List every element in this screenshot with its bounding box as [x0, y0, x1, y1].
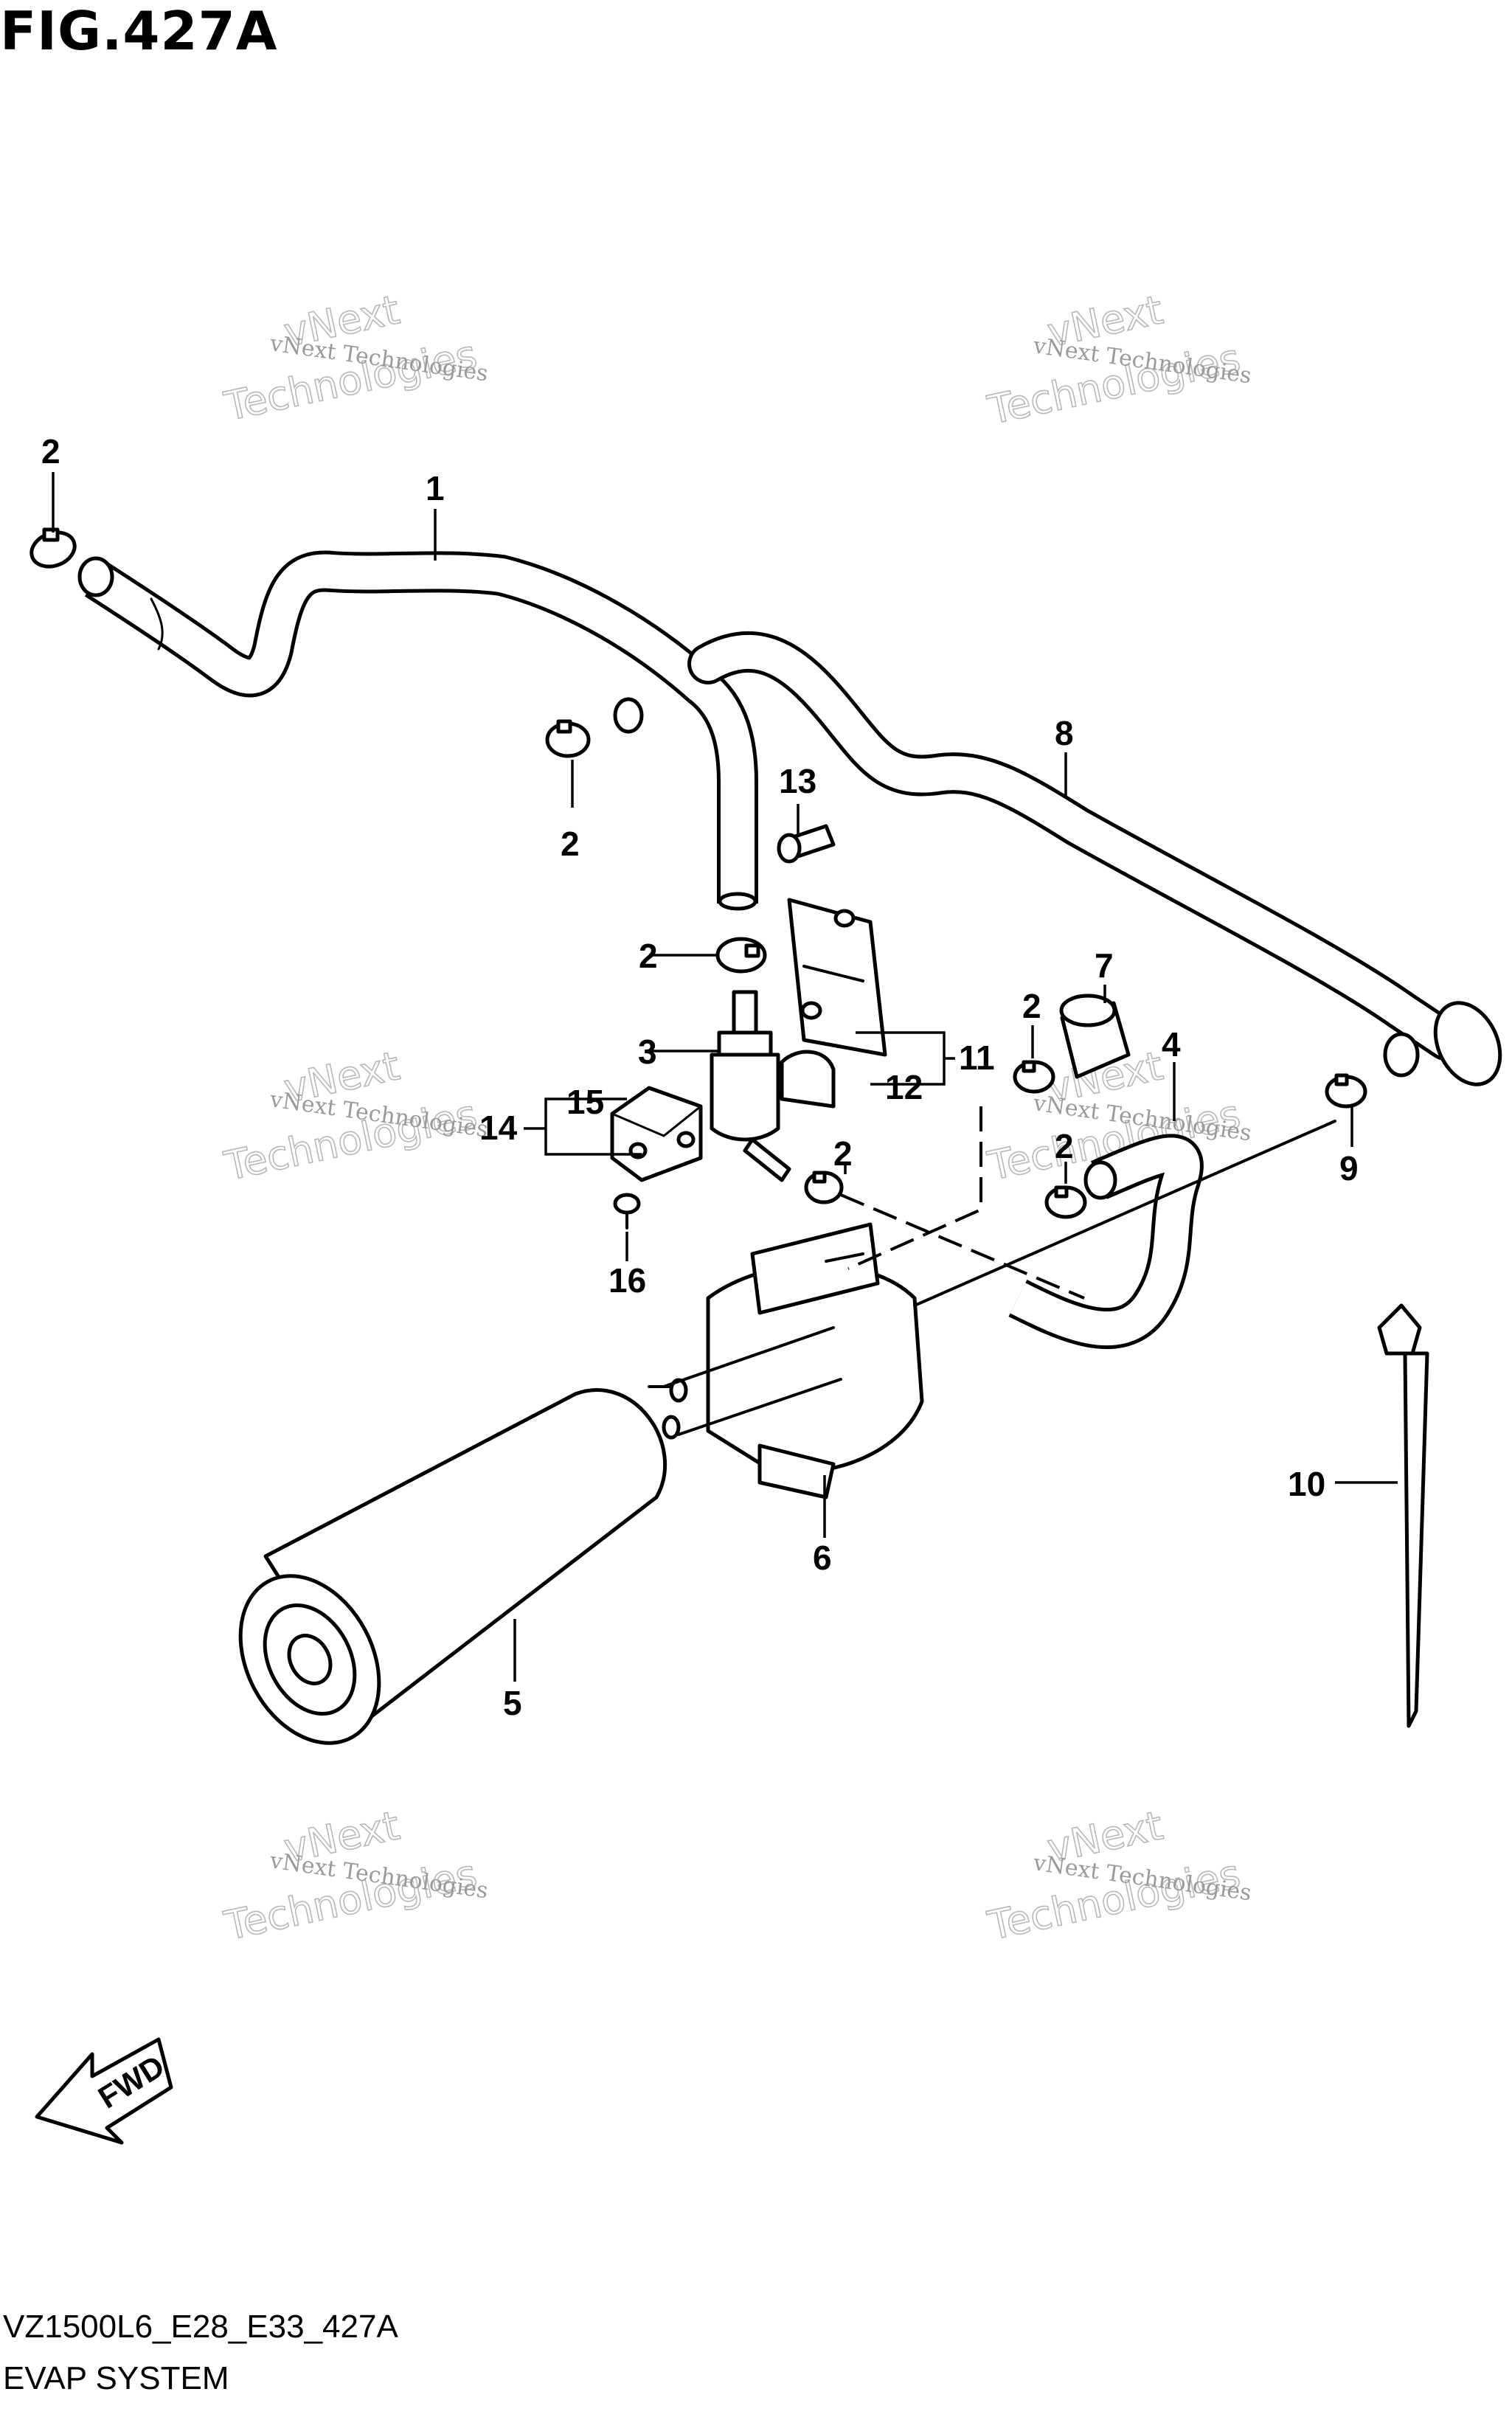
hose-1 — [77, 550, 758, 911]
clamp-2-lower — [804, 1171, 844, 1204]
pump-holder-6 — [706, 1222, 924, 1499]
callout-4: 4 — [1162, 1025, 1181, 1064]
clamp-9 — [1325, 1073, 1367, 1109]
callout-7: 7 — [1095, 946, 1114, 985]
watermark-mid-left: Technologies vNext vNext Technologies — [220, 1041, 490, 1190]
callout-2-right-b: 2 — [1055, 1127, 1074, 1165]
callout-5: 5 — [503, 1684, 522, 1722]
cable-tie-10 — [1377, 1303, 1429, 1728]
clamp-2-right-b — [1044, 1185, 1087, 1219]
assembly-line-main — [913, 1120, 1336, 1307]
callout-labels: 2 1 2 13 8 2 3 7 2 4 11 12 15 14 2 2 9 1… — [41, 432, 1359, 1722]
callout-10: 10 — [1288, 1465, 1325, 1503]
leader-lines — [52, 472, 1398, 1682]
callout-15: 15 — [566, 1083, 604, 1121]
watermark-top-left: Technologies vNext vNext Technologies — [220, 285, 490, 430]
clamp-2-top-left — [30, 527, 77, 569]
assembly-line-dashed-b — [847, 1106, 982, 1270]
figure-title: FIG.427A — [0, 0, 278, 62]
clamp-2-valve — [715, 937, 767, 974]
figure-caption: EVAP SYSTEM — [3, 2360, 229, 2396]
callout-2-top-left: 2 — [41, 432, 60, 471]
valve-3 — [710, 990, 791, 1182]
callout-9: 9 — [1339, 1149, 1359, 1187]
callout-2-valve: 2 — [639, 937, 658, 975]
bolt-13 — [777, 824, 836, 864]
callout-2-lower: 2 — [833, 1134, 853, 1173]
assembly-line-dashed-a — [840, 1193, 1085, 1300]
callout-6: 6 — [813, 1539, 832, 1577]
callout-2-upper: 2 — [561, 825, 580, 863]
model-code: VZ1500L6_E28_E33_427A — [3, 2309, 398, 2345]
callout-13: 13 — [779, 762, 816, 800]
watermark-top-right: Technologies vNext vNext Technologies — [983, 285, 1253, 434]
callout-12: 12 — [885, 1068, 923, 1106]
hose-4 — [1008, 1134, 1204, 1350]
watermark-bottom-right: Technologies vNext vNext Technologies — [983, 1801, 1253, 1949]
assembly-line-pump-a — [662, 1326, 835, 1388]
callout-16: 16 — [608, 1261, 646, 1300]
bracket-15 — [610, 1086, 703, 1182]
fwd-arrow: FWD — [35, 2037, 173, 2145]
screw-16 — [613, 1193, 641, 1230]
watermark-bottom-left: Technologies vNext vNext Technologies — [220, 1801, 490, 1949]
sleeve-7 — [1059, 993, 1131, 1079]
callout-8: 8 — [1055, 714, 1074, 752]
callout-3: 3 — [638, 1033, 657, 1071]
bracket-11 — [787, 898, 887, 1057]
clamp-2-upper — [545, 719, 591, 758]
clamp-2-right-a — [1013, 1060, 1055, 1094]
clamp-12 — [780, 1050, 836, 1109]
callout-1: 1 — [426, 469, 445, 507]
fuel-pump-5 — [238, 1378, 688, 1745]
callout-2-right-a: 2 — [1022, 987, 1041, 1025]
callout-11: 11 — [959, 1038, 995, 1077]
hose-8 — [687, 631, 1502, 1086]
callout-14: 14 — [479, 1109, 518, 1147]
assembly-line-pump-b — [677, 1378, 842, 1436]
